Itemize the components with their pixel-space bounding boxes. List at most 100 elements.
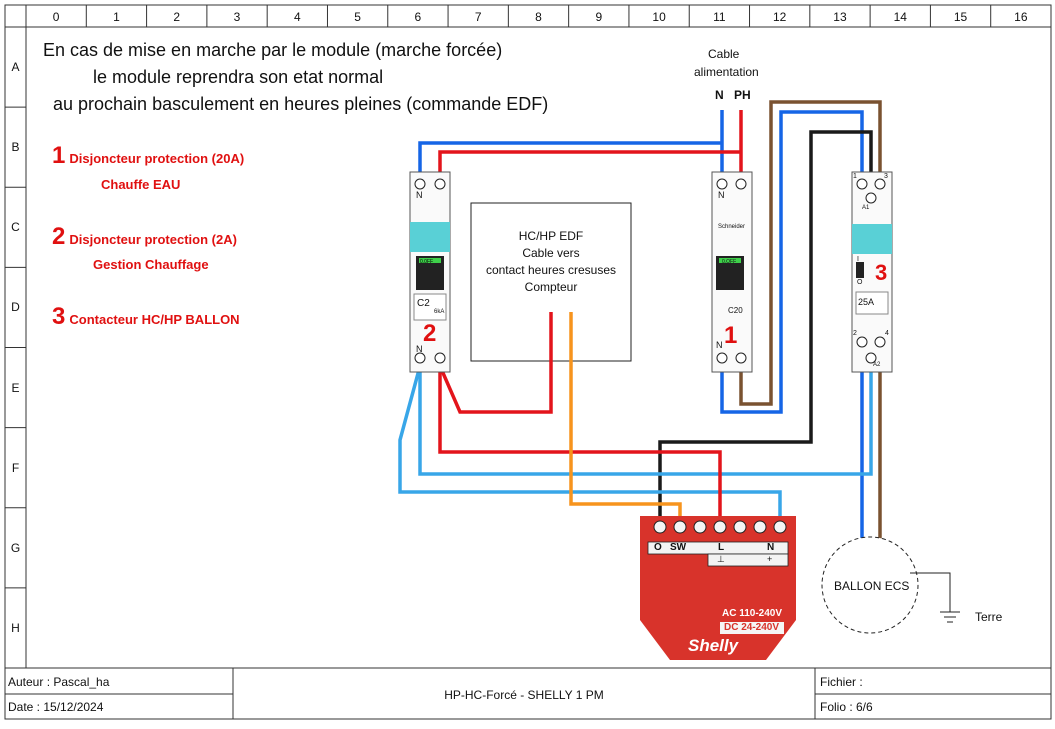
column-label: 0 <box>52 10 60 24</box>
breaker2-rating: C2 <box>417 298 430 309</box>
column-label: 12 <box>772 10 787 24</box>
fichier-field: Fichier : <box>820 675 863 689</box>
author-field: Auteur : Pascal_ha <box>8 675 110 689</box>
shelly-label-sw: SW <box>670 542 687 553</box>
wire-red-edf <box>438 312 553 414</box>
supply-title: Cable <box>708 47 740 61</box>
breaker1-n-bottom: N <box>716 340 723 350</box>
earth-symbol <box>910 572 960 623</box>
contactor-t2: 2 <box>853 330 857 337</box>
breaker-2-module <box>409 171 451 373</box>
column-label: 14 <box>893 10 907 24</box>
breaker2-ka: 6kA <box>434 309 445 315</box>
shelly-label-n: N <box>767 542 775 553</box>
row-label: D <box>11 300 20 315</box>
contactor-a2: A2 <box>873 362 881 368</box>
row-label: G <box>10 540 21 555</box>
contactor-rating: 25A <box>858 297 875 307</box>
wire-neutral-supply <box>418 110 724 180</box>
shelly-terminal-screw <box>693 520 707 534</box>
title-block <box>5 668 1051 719</box>
shelly-terminal-screw <box>653 520 667 534</box>
shelly-terminal-screw <box>673 520 687 534</box>
note-line-1: En cas de mise en marche par le module (… <box>43 40 503 60</box>
edf-line-4: Compteur <box>524 280 578 294</box>
shelly-max-rating: MAX 16A <box>628 550 635 580</box>
breaker2-status: 0.0FF <box>420 259 434 265</box>
drawing-title: HP-HC-Forcé - SHELLY 1 PM <box>444 688 604 702</box>
wire-lightblue-contactor <box>418 366 873 476</box>
legend-number: 1 <box>52 142 66 169</box>
shelly-terminal-screw <box>753 520 767 534</box>
shelly-label-l: L <box>718 542 725 553</box>
shelly-terminal-screw <box>733 520 747 534</box>
legend-number: 2 <box>52 223 66 250</box>
breaker1-number: 1 <box>724 322 738 349</box>
supply-neutral-label: N <box>715 88 724 102</box>
column-dividers <box>85 5 992 27</box>
ballon-label: BALLON ECS <box>834 579 910 593</box>
row-label: H <box>11 620 20 635</box>
row-label: C <box>11 220 20 235</box>
folio-field: Folio : 6/6 <box>820 700 873 714</box>
wire-black-command <box>658 130 873 520</box>
shelly-terminals <box>653 520 787 534</box>
date-field: Date : 15/12/2024 <box>8 700 104 714</box>
column-label: 1 <box>113 10 120 24</box>
ballon-ecs-tank <box>821 536 919 634</box>
shelly-label-plus: + <box>767 554 773 564</box>
contactor-o: O <box>857 279 863 286</box>
legend-label: Disjoncteur protection (2A) <box>69 232 237 247</box>
shelly-1pm-module <box>640 516 796 660</box>
column-label: 16 <box>1014 10 1028 24</box>
breaker1-status: 0.OFF <box>722 259 737 265</box>
shelly-ac-rating: AC 110-240V <box>722 608 783 619</box>
contactor-number: 3 <box>875 260 888 285</box>
column-label: 8 <box>535 10 542 24</box>
column-label: 6 <box>414 10 422 24</box>
shelly-dc-rating: DC 24-240V <box>724 622 780 633</box>
legend-label: Contacteur HC/HP BALLON <box>69 312 240 327</box>
breaker2-n-bottom: N <box>416 344 423 354</box>
column-label: 10 <box>652 10 666 24</box>
breaker1-brand: Schneider <box>718 224 746 230</box>
column-label: 3 <box>233 10 241 24</box>
wire-red-shelly-l <box>438 366 722 520</box>
legend-label: Disjoncteur protection (20A) <box>69 151 245 166</box>
contactor-3-module <box>851 171 893 373</box>
edf-line-1: HC/HP EDF <box>518 229 584 243</box>
column-label: 4 <box>293 10 301 24</box>
row-dividers <box>5 106 26 589</box>
breaker1-rating: C20 <box>728 306 743 315</box>
row-label: B <box>11 140 20 155</box>
shelly-terminal-screw <box>773 520 787 534</box>
wire-orange-edf <box>569 312 682 520</box>
column-label: 7 <box>474 10 482 24</box>
contactor-a1: A1 <box>862 205 870 211</box>
edf-line-2: Cable vers <box>522 246 580 260</box>
shelly-terminal-screw <box>713 520 727 534</box>
shelly-label-minus: ⊥ <box>717 554 725 564</box>
column-label: 13 <box>833 10 847 24</box>
row-label: F <box>11 460 20 475</box>
row-label: A <box>11 60 20 75</box>
supply-phase-label: PH <box>734 88 751 102</box>
legend-item-1-sub: Chauffe EAU <box>101 177 181 192</box>
note-line-3: au prochain basculement en heures pleine… <box>53 94 549 114</box>
row-label: E <box>11 380 20 395</box>
column-label: 9 <box>595 10 603 24</box>
wire-lightblue-shelly-n <box>398 365 782 520</box>
legend-number: 3 <box>52 303 66 330</box>
column-label: 5 <box>354 10 361 24</box>
terre-label: Terre <box>975 610 1003 624</box>
column-label: 2 <box>173 10 181 24</box>
contactor-t3: 3 <box>884 173 888 180</box>
note-line-2: le module reprendra son etat normal <box>93 67 384 87</box>
drawing-frame <box>4 4 1052 720</box>
breaker2-number: 2 <box>423 320 437 347</box>
